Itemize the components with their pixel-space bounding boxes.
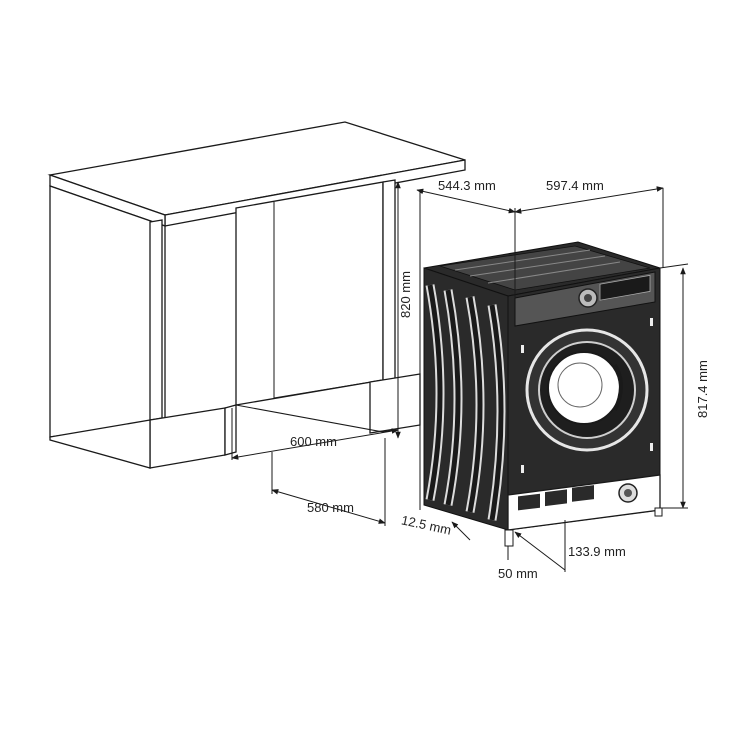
foot-height-label: 50 mm xyxy=(498,566,538,581)
foot-depth-label: 133.9 mm xyxy=(568,544,626,559)
cabinet-depth-label: 580 mm xyxy=(307,500,354,515)
machine-height-label: 817.4 mm xyxy=(695,360,710,418)
machine-depth-label: 544.3 mm xyxy=(438,178,496,193)
cabinet-width-label: 600 mm xyxy=(290,434,337,449)
cabinet-height-label: 820 mm xyxy=(398,271,413,318)
dimension-lines xyxy=(231,181,689,572)
machine-width-label: 597.4 mm xyxy=(546,178,604,193)
foot-offset-label: 12.5 mm xyxy=(400,512,453,537)
washing-machine xyxy=(423,241,663,547)
kitchen-cabinet xyxy=(47,121,466,469)
